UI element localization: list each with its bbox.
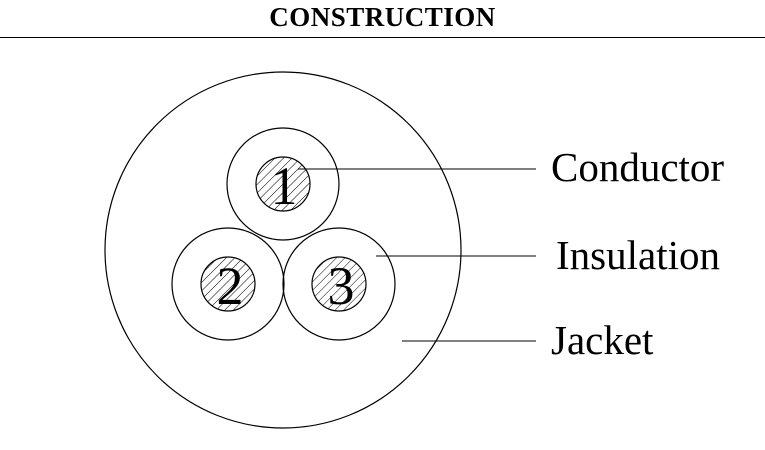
core-3: 3 (282, 227, 396, 341)
core-1: 1 (226, 127, 340, 241)
core-1-conductor (255, 156, 311, 212)
jacket-circle (104, 71, 462, 429)
core-3-conductor (311, 256, 367, 312)
core-2-conductor (200, 256, 256, 312)
core-2-number: 2 (217, 256, 244, 316)
core-2-insulation (171, 227, 285, 341)
core-1-number: 1 (271, 156, 298, 216)
insulation-label: Insulation (556, 232, 720, 278)
core-1-insulation (226, 127, 340, 241)
title-underline (0, 37, 765, 38)
core-3-insulation (282, 227, 396, 341)
conductor-label: Conductor (551, 144, 725, 190)
jacket-label: Jacket (551, 317, 654, 363)
core-2: 2 (171, 227, 285, 341)
diagram-title: CONSTRUCTION (269, 2, 496, 32)
core-3-number: 3 (328, 256, 355, 316)
